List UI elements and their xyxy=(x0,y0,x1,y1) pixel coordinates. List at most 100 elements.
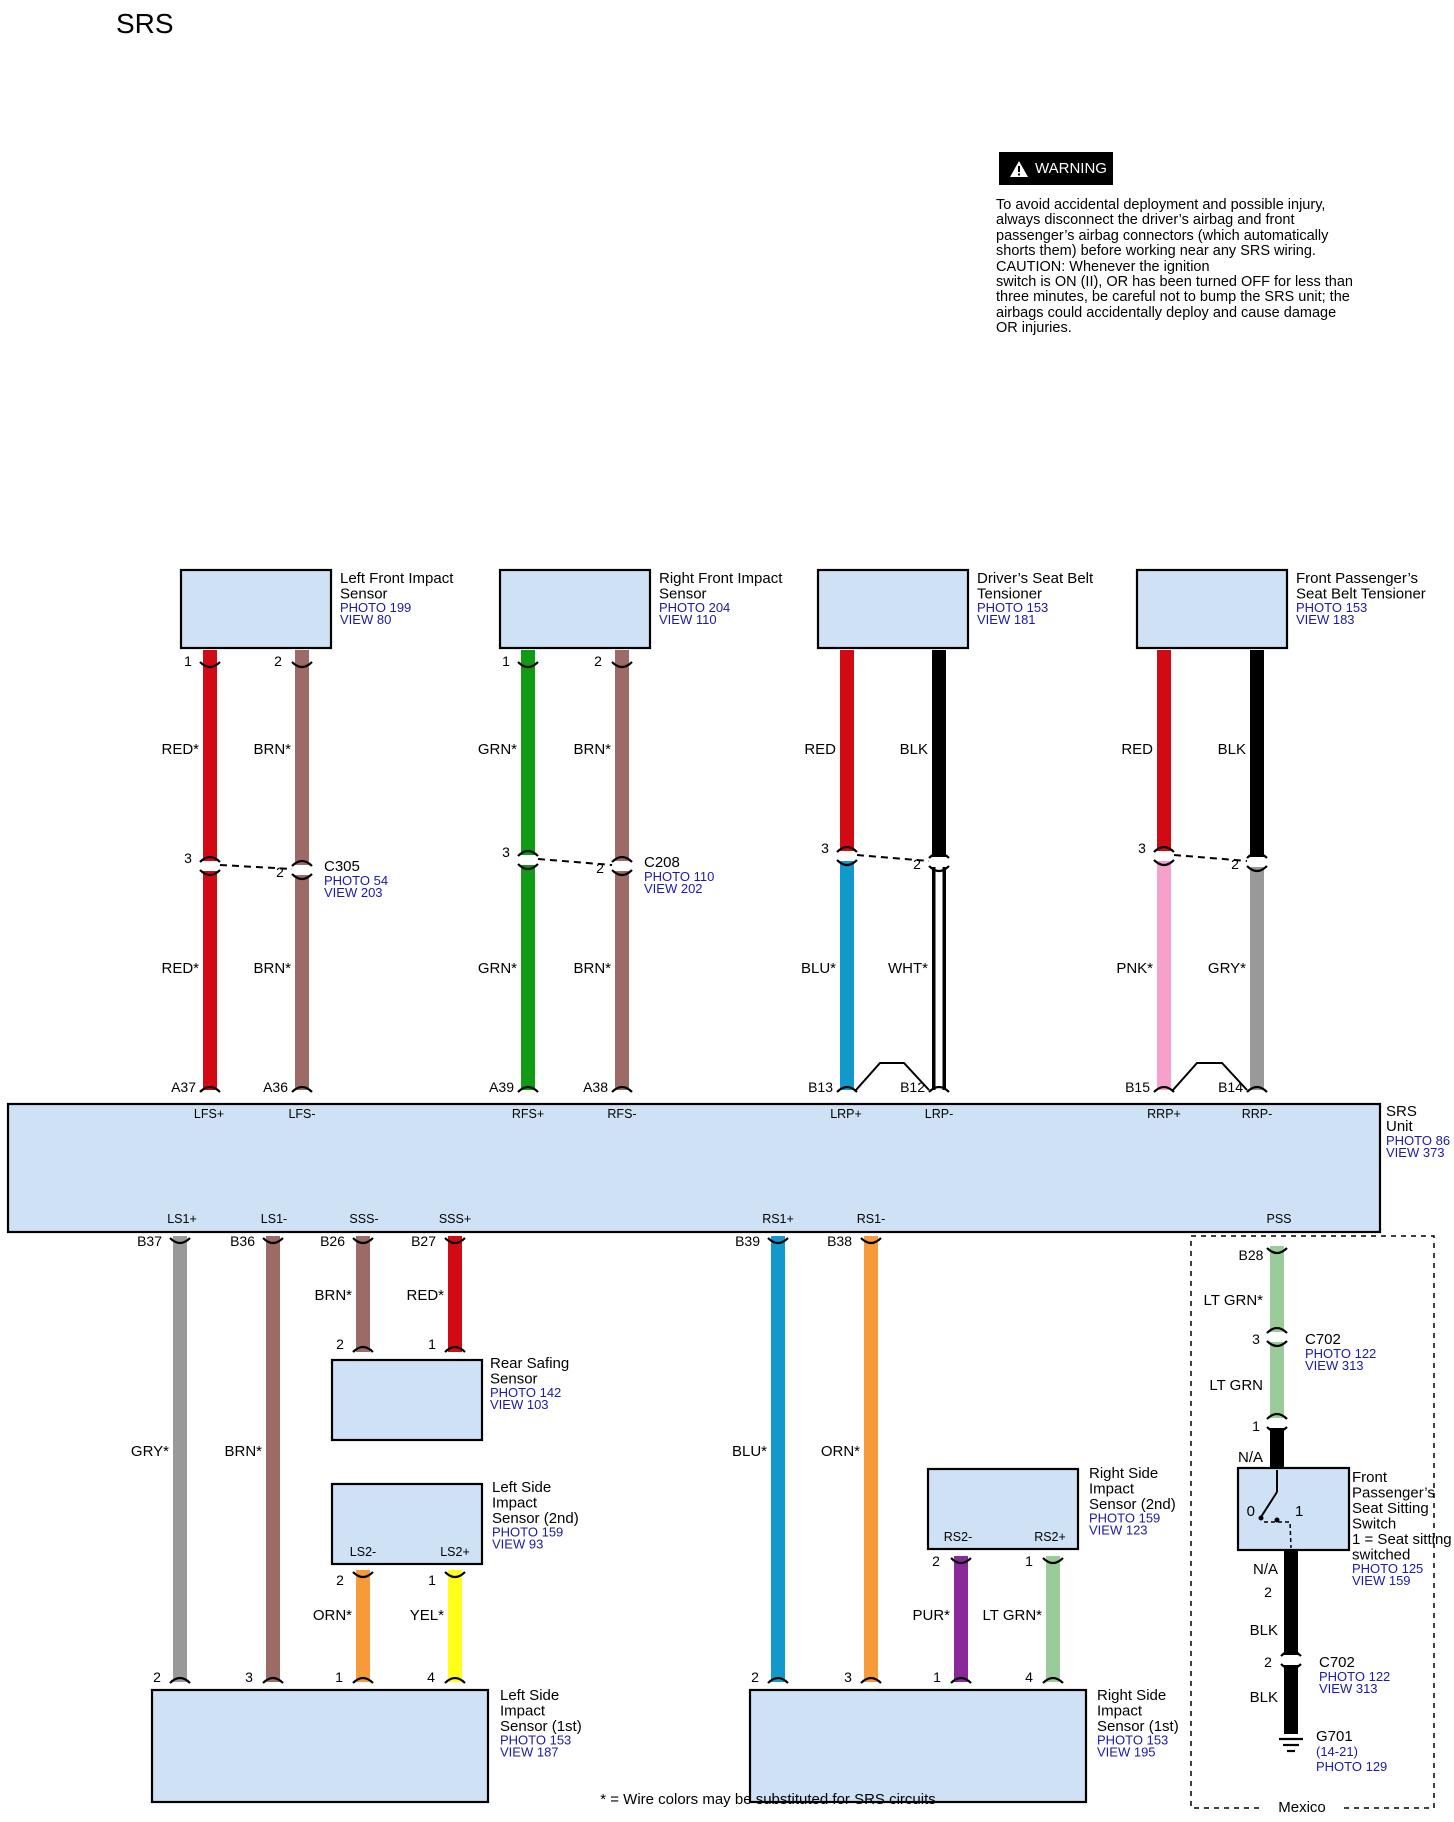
dt-split-2-lower-cap xyxy=(928,865,950,873)
dt-wire-2-lower xyxy=(935,862,943,1090)
ls1-pin3-number: 3 xyxy=(245,1669,253,1685)
ls2-cap-1 xyxy=(444,1571,466,1579)
rs1-cap-3 xyxy=(1042,1676,1064,1684)
lf-wire-1-upper xyxy=(203,650,217,866)
ls-2nd-name-line-1: Impact xyxy=(492,1495,538,1512)
rf-wire-1-upper-label: GRN* xyxy=(478,741,517,758)
dt-shorting-bar xyxy=(855,1062,930,1091)
dt-srs-pin2-number: B12 xyxy=(900,1079,925,1095)
pss-f-label: BLK xyxy=(1250,1689,1278,1706)
boxes-layer xyxy=(6,568,1382,1804)
rf-wire-2-lower-label: BRN* xyxy=(573,960,611,977)
dt-wire-1-lower xyxy=(840,856,854,1090)
rs1p-label: BLU* xyxy=(732,1443,767,1460)
rf-split-1-gap xyxy=(519,855,537,865)
bl-srs-cap-2 xyxy=(352,1237,374,1245)
lf-split2-number: 2 xyxy=(276,864,284,880)
lf-split-2-lower-cap xyxy=(291,873,313,881)
dt-wire-2-lower-label: WHT* xyxy=(888,960,928,977)
rf-wire-1-lower-label: GRN* xyxy=(478,960,517,977)
c702a-split-upper-cap xyxy=(1266,1326,1288,1334)
pt-wire-1-lower xyxy=(1157,856,1171,1090)
rf-pin2-cap xyxy=(611,661,633,669)
ls2m-wire xyxy=(356,1570,370,1682)
lf-wire-2-lower xyxy=(295,870,309,1090)
ls1-cap-0 xyxy=(169,1676,191,1684)
rear-safing-cap-0 xyxy=(352,1345,374,1353)
warning-text: To avoid accidental deployment and possi… xyxy=(996,197,1353,337)
lf-component-view-link: VIEW 80 xyxy=(340,612,391,627)
lf-component-photo-link: PHOTO 199 xyxy=(340,600,411,615)
B26-number: B26 xyxy=(320,1233,345,1249)
rs-1st-view-link: VIEW 195 xyxy=(1097,1745,1156,1760)
lf-split-1-gap xyxy=(201,861,219,871)
c305-connector-photo-link: PHOTO 54 xyxy=(324,873,388,888)
ls2-pin1-number: 1 xyxy=(428,1572,436,1588)
B28-number: B28 xyxy=(1239,1247,1264,1263)
rs2m-label: PUR* xyxy=(912,1607,950,1624)
pt-split1-number: 3 xyxy=(1138,840,1146,856)
rf-component-name-line-0: Right Front Impact xyxy=(659,570,783,587)
srs-bottom-pin-label-1: LS1- xyxy=(261,1212,287,1226)
rear-safing-box xyxy=(330,1358,484,1442)
rf-wire-2-lower xyxy=(615,866,629,1090)
ls1-pin1-number: 1 xyxy=(335,1669,343,1685)
mexico-option-region xyxy=(1190,1235,1435,1809)
ls-2nd-pin-label-0: LS2- xyxy=(350,1545,376,1559)
mexico-label: Mexico xyxy=(1278,1799,1326,1816)
rs-1st-name-line-0: Right Side xyxy=(1097,1687,1166,1704)
ls-1st-name-line-1: Impact xyxy=(500,1703,546,1720)
pt-wire-2-lower xyxy=(1250,862,1264,1090)
pss-wire-c xyxy=(1270,1423,1284,1467)
rear-pin2-number: 2 xyxy=(336,1336,344,1352)
g701-subtitle: (14-21) xyxy=(1316,1744,1358,1759)
sssm-wire xyxy=(356,1236,370,1352)
dt-component-name-line-1: Tensioner xyxy=(977,586,1042,603)
rear-pin1-number: 1 xyxy=(428,1336,436,1352)
rf-split-2-lower-cap xyxy=(611,869,633,877)
rf-split-2-upper-cap xyxy=(611,855,633,863)
bl-srs-cap-3 xyxy=(444,1237,466,1245)
c702b-2-number: 2 xyxy=(1264,1654,1272,1670)
ls-2nd-view-link: VIEW 93 xyxy=(492,1537,543,1552)
B37-number: B37 xyxy=(137,1233,162,1249)
lf-pin1-cap xyxy=(199,661,221,669)
seat-switch-name-line-3: Switch xyxy=(1352,1516,1396,1533)
rs2-pin1-number: 1 xyxy=(1025,1553,1033,1569)
seat-switch-name-line-0: Front xyxy=(1352,1469,1388,1486)
srs-unit-box xyxy=(6,1102,1382,1234)
rf-pin1-cap xyxy=(517,661,539,669)
pt-connector-link xyxy=(1173,854,1248,862)
ls1-pin2-number: 2 xyxy=(153,1669,161,1685)
lf-pin2-cap xyxy=(291,661,313,669)
ls2p-label: YEL* xyxy=(410,1607,444,1624)
c702a-split-gap xyxy=(1268,1332,1286,1342)
dt-srs-pin1-cap xyxy=(836,1085,858,1093)
pt-split-2-gap xyxy=(1248,857,1266,867)
rs2-cap-1 xyxy=(1042,1557,1064,1565)
c702a-3-number: 3 xyxy=(1252,1331,1260,1347)
B27-number: B27 xyxy=(411,1233,436,1249)
rf-srs-pin1-number: A39 xyxy=(489,1079,514,1095)
mexico-label-gap xyxy=(1262,1796,1342,1818)
lf-split-1-upper-cap xyxy=(199,855,221,863)
pss-wire-e xyxy=(1284,1660,1298,1734)
sssm-label: BRN* xyxy=(314,1287,352,1304)
rs1-pin2-number: 2 xyxy=(751,1669,759,1685)
rs-2nd-photo-link: PHOTO 159 xyxy=(1089,1511,1160,1526)
seat-switch-name-line-2: Seat Sitting xyxy=(1352,1500,1429,1517)
srs-pin-label-7: RRP- xyxy=(1242,1107,1273,1121)
c702a-1-number: 1 xyxy=(1252,1418,1260,1434)
lf-wire-1-upper-label: RED* xyxy=(161,741,199,758)
pss-b-label: LT GRN xyxy=(1209,1377,1263,1394)
rs1-cap-2 xyxy=(950,1676,972,1684)
pt-split-1-lower-cap xyxy=(1153,859,1175,867)
dt-component-box xyxy=(816,568,970,650)
rear-safing-photo-link: PHOTO 142 xyxy=(490,1385,561,1400)
lf-split1-number: 3 xyxy=(184,850,192,866)
warning-badge: WARNING xyxy=(999,152,1113,185)
sssp-wire xyxy=(448,1236,462,1352)
pss-c-label: N/A xyxy=(1238,1449,1263,1466)
